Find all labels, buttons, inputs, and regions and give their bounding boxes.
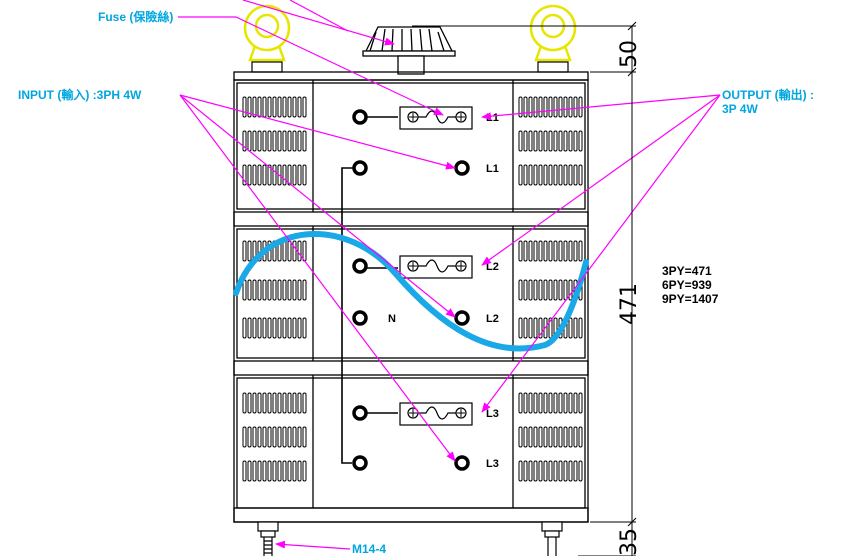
output-label-line1: OUTPUT (輸出) : [722,87,814,102]
dimension-bottom: 35 [617,528,642,556]
cabinet [233,79,589,523]
output-label-line2: 3P 4W [722,102,758,116]
terminal-label-l1-out: L1 [486,112,499,124]
bolt-icon [257,521,563,556]
fuse-icon [399,255,473,279]
lifting-ring-icon [529,4,577,62]
fuse-label: Fuse (保險絲) [98,9,173,24]
terminal-label-l2-out: L2 [486,261,499,273]
spec-line-1: 3PY=471 [662,264,712,278]
terminal-label-l1-in: L1 [486,163,499,175]
dimension-height: 471 [617,283,642,325]
spec-line-2: 6PY=939 [662,278,712,292]
sine-wave-icon [233,231,589,352]
terminal-icon [352,109,470,471]
spec-line-3: 9PY=1407 [662,292,719,306]
bolt-label: M14-4 [352,542,386,556]
fuse-icon [399,402,473,426]
lifting-ring-icon [243,4,291,62]
dimension-top: 50 [617,40,642,68]
input-label: INPUT (輸入) :3PH 4W [18,87,142,102]
terminal-label-l2-in: L2 [486,313,499,325]
terminal-label-l3-out: L3 [486,408,499,420]
fuse-icon [399,106,473,130]
knob-icon [362,26,456,75]
terminal-label-l3-in: L3 [486,458,499,470]
terminal-label-n: N [388,313,396,325]
